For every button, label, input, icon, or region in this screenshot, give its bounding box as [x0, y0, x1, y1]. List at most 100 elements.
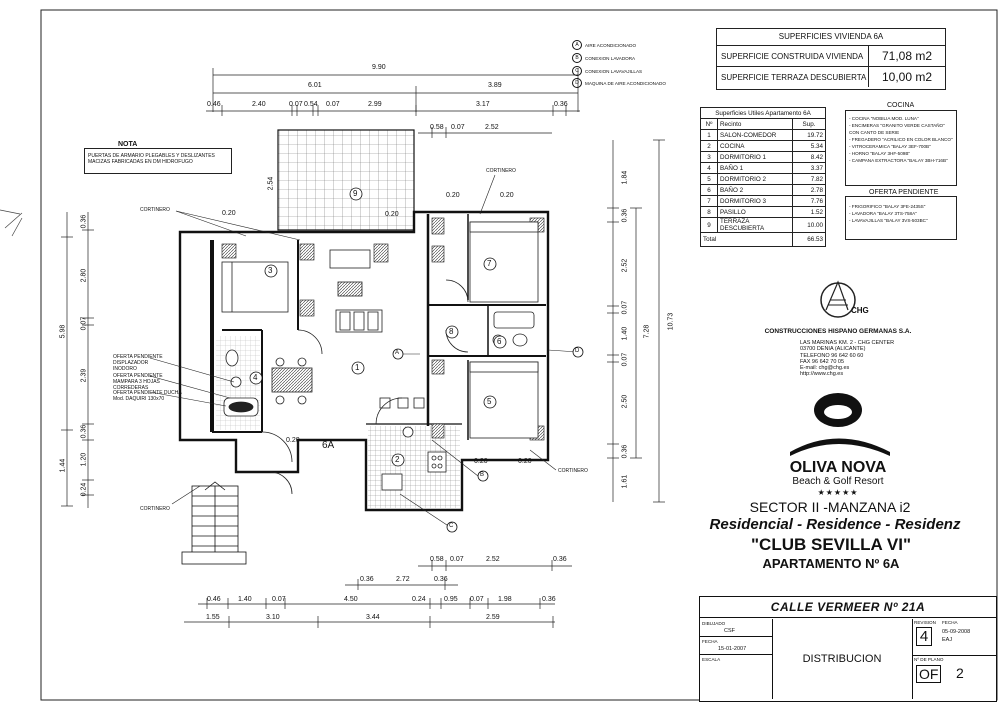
brand-sub: Beach & Golf Resort	[792, 476, 884, 487]
row-name: TERRAZA DESCUBIERTA	[717, 217, 793, 233]
row-sup: 2.78	[792, 184, 826, 196]
oferta-inodoro: OFERTA PENDIENTE DISPLAZADOR INODORO	[113, 354, 163, 372]
superficies-vivienda-title: SUPERFICIES VIVIENDA 6A	[778, 32, 884, 41]
cortinero-3: CORTINERO	[558, 468, 588, 474]
dim-s-6: 0.20	[518, 458, 532, 465]
dim-t2-1: 2.40	[252, 101, 266, 108]
dim-r1-6: 2.50	[621, 394, 629, 409]
plano-value: 2	[956, 665, 964, 681]
oferta-item: - LAVAVAJILLAS "BALAY 3VS-503BC"	[849, 218, 928, 223]
superficies-vivienda-box: SUPERFICIES VIVIENDA 6A SUPERFICIE CONST…	[716, 28, 946, 90]
dim-b3-6: 0.07	[470, 596, 484, 603]
dim-r1-2: 2.52	[621, 258, 629, 273]
drawing-title: DISTRIBUCION	[772, 619, 913, 699]
row-n: 2	[700, 140, 718, 152]
row-n: 6	[700, 184, 718, 196]
project-sector: SECTOR II -MANZANA i2	[749, 499, 911, 515]
dim-r2: 7.28	[643, 324, 651, 339]
dim-b3-7: 1.98	[498, 596, 512, 603]
legend-b: B CONEXION LAVADORA	[572, 53, 635, 63]
dim-s-4: 0.20	[500, 192, 514, 199]
row-n: 8	[700, 206, 718, 218]
legend-b-text: CONEXION LAVADORA	[585, 55, 636, 61]
nota-box: PUERTAS DE ARMARIO PLEGABLES Y DESLIZANT…	[84, 148, 232, 174]
dim-r1-4: 1.40	[621, 326, 629, 341]
row-name: DORMITORIO 3	[717, 195, 793, 207]
dim-b3-1: 1.40	[238, 596, 252, 603]
dim-b3-2: 0.07	[272, 596, 286, 603]
walls	[178, 129, 550, 512]
row-n: 5	[700, 173, 718, 185]
terrace-tiles	[277, 129, 415, 231]
address-line: FAX 96 642 70 05	[800, 358, 845, 365]
row-n: 1	[700, 129, 718, 141]
address-line: 03700 DENIA (ALICANTE)	[800, 346, 866, 353]
dim-b1-0: 0.58	[430, 556, 444, 563]
dim-right-block: 3.89	[488, 82, 502, 89]
dim-b1-1: 0.07	[450, 556, 464, 563]
row-name: COCINA	[717, 140, 793, 152]
row-sup: 7.82	[792, 173, 826, 185]
dim-l-3: 2.39	[80, 368, 88, 383]
dim-b4-1: 3.10	[266, 614, 280, 621]
superficies-utiles-table: Superficies Utiles Apartamento 6A Nº Rec…	[700, 107, 826, 253]
row-sup: 5.34	[792, 140, 826, 152]
oferta-item: - FRIGORIFICO "BALAY 3FE-2435S"	[849, 204, 926, 209]
row-sup: 10.00	[792, 217, 826, 233]
total-label: Total	[700, 232, 793, 247]
fecha-value: 15-01-2007	[718, 646, 747, 652]
dim-t3-1: 0.07	[451, 124, 465, 131]
dim-r3: 10.73	[667, 312, 675, 331]
dim-b4-2: 3.44	[366, 614, 380, 621]
row-n: 7	[700, 195, 718, 207]
superficie-terraza-value: 10,00 m2	[881, 70, 933, 84]
plano-prefix: OF	[916, 665, 942, 683]
right-dimensions	[607, 139, 665, 503]
revision-value: 4	[916, 627, 932, 646]
dim-b4-0: 1.55	[206, 614, 220, 621]
dim-t2-4: 0.07	[326, 101, 340, 108]
dim-b2-2: 0.36	[434, 576, 448, 583]
oferta-ducha: OFERTA PENDIENTE DUCHA Mod. DAQUIRI 130x…	[113, 390, 182, 402]
sheet-border	[40, 9, 998, 701]
row-sup: 3.37	[792, 162, 826, 174]
superficie-construida-row: SUPERFICIE CONSTRUIDA VIVIENDA 71,08 m2	[717, 45, 945, 66]
company-address: LAS MARINAS KM. 2 - CHG CENTER 03700 DEN…	[800, 340, 920, 378]
escala-label: ESCALA	[702, 657, 721, 662]
project-residential: Residencial - Residence - Residenz	[709, 516, 961, 533]
superficie-terraza-label: SUPERFICIE TERRAZA DESCUBIERTA	[717, 67, 869, 87]
bottom-dimensions	[184, 560, 572, 628]
dim-b2-0: 0.36	[360, 576, 374, 583]
dim-s-7: 0.20	[474, 458, 488, 465]
dim-l-0: 0.36	[80, 214, 88, 229]
total-value: 66.53	[792, 232, 826, 247]
address-line: TELEFONO 96 642 60 60	[800, 352, 864, 359]
dim-t2-6: 3.17	[476, 101, 490, 108]
dim-l-6: 0.24	[80, 482, 88, 497]
dim-b1-3: 0.36	[553, 556, 567, 563]
legend-a-key: A	[572, 40, 582, 50]
dim-t2-3: 0.54	[304, 101, 318, 108]
cocina-list: - COCINA "NOBILIA MOD. LUNA" - ENCIMERAS…	[846, 111, 956, 168]
company-name: CONSTRUCCIONES HISPANO GERMANAS S.A.	[764, 328, 912, 335]
dim-b3-4: 0.24	[412, 596, 426, 603]
revision-label: REVISION	[914, 620, 936, 625]
dim-s-5: 0.20	[286, 437, 300, 444]
dim-t3-0: 0.58	[430, 124, 444, 131]
dim-r1-1: 0.36	[621, 208, 629, 223]
dim-s-1: 0.20	[222, 210, 236, 217]
cocina-title: COCINA	[884, 102, 918, 109]
address-line: E-mail: chg@chg.es	[800, 365, 850, 372]
dim-r1-7: 0.36	[621, 444, 629, 459]
dim-t2-2: 0.07	[289, 101, 303, 108]
legend-a-text: AIRE ACONDICIONADO	[585, 42, 637, 48]
dim-b3-8: 0.36	[542, 596, 556, 603]
dim-r1-8: 1.61	[621, 474, 629, 489]
brand-stars: ★★★★★	[817, 488, 859, 497]
dim-s-0: 2.54	[267, 176, 275, 191]
dim-b3-3: 4.50	[344, 596, 358, 603]
